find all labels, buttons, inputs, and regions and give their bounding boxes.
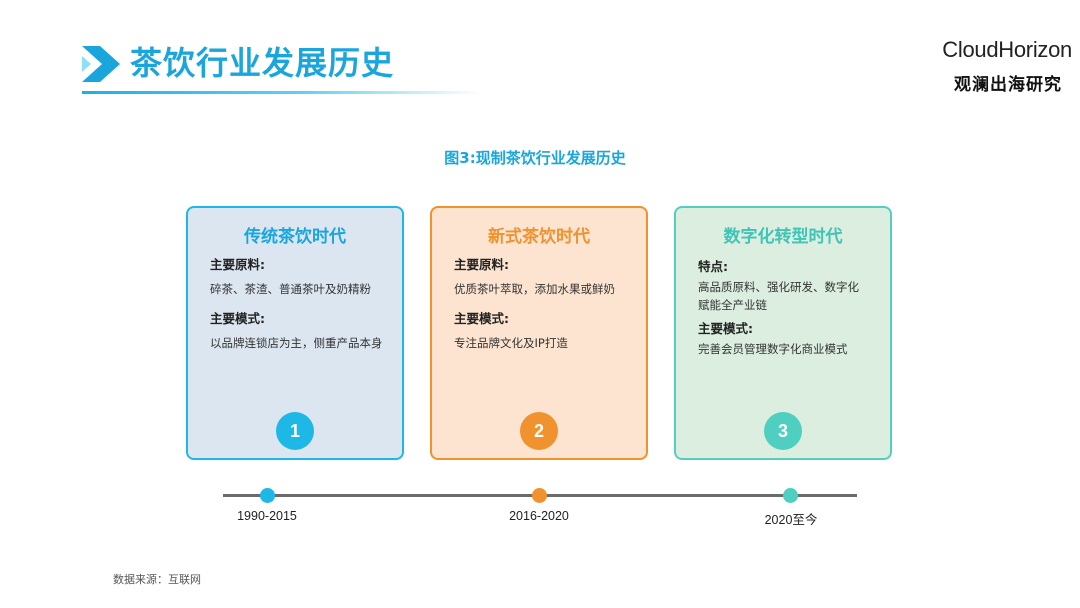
era-card-digital: 数字化转型时代 特点: 高品质原料、强化研发、数字化赋能全产业链 主要模式: 完…: [674, 206, 892, 460]
era-card-traditional: 传统茶饮时代 主要原料: 碎茶、茶渣、普通茶叶及奶精粉 主要模式: 以品牌连锁店…: [186, 206, 404, 460]
card-title: 数字化转型时代: [723, 227, 843, 247]
section-label: 主要原料:: [210, 257, 265, 272]
brand-name-chinese: 观澜出海研究: [954, 75, 1062, 95]
card-title: 新式茶饮时代: [488, 227, 590, 247]
step-number-badge: 1: [276, 412, 314, 450]
figure-caption: 图3:现制茶饮行业发展历史: [444, 149, 626, 167]
timeline-label: 2016-2020: [509, 509, 569, 523]
title-underline: [82, 91, 482, 94]
timeline-label: 2020至今: [764, 513, 818, 527]
section-text: 专注品牌文化及IP打造: [454, 336, 568, 350]
section-label: 主要模式:: [698, 321, 753, 336]
brand-name-english: CloudHorizon: [942, 37, 1072, 62]
card-body: 主要原料: 优质茶叶萃取，添加水果或鲜奶 主要模式: 专注品牌文化及IP打造: [454, 256, 636, 352]
section-text: 以品牌连锁店为主，侧重产品本身: [210, 336, 383, 350]
card-title: 传统茶饮时代: [244, 227, 346, 247]
section-label: 特点:: [698, 259, 728, 274]
section-label: 主要原料:: [454, 257, 509, 272]
page-title: 茶饮行业发展历史: [130, 44, 395, 82]
timeline-dot: [532, 488, 547, 503]
step-number-badge: 3: [764, 412, 802, 450]
section-text: 高品质原料、强化研发、数字化赋能全产业链: [698, 280, 859, 312]
step-number-badge: 2: [520, 412, 558, 450]
timeline-dot: [783, 488, 798, 503]
section-label: 主要模式:: [454, 311, 509, 326]
section-label: 主要模式:: [210, 311, 265, 326]
card-body: 主要原料: 碎茶、茶渣、普通茶叶及奶精粉 主要模式: 以品牌连锁店为主，侧重产品…: [210, 256, 392, 352]
section-text: 完善会员管理数字化商业模式: [698, 342, 848, 356]
era-card-new-style: 新式茶饮时代 主要原料: 优质茶叶萃取，添加水果或鲜奶 主要模式: 专注品牌文化…: [430, 206, 648, 460]
timeline-label: 1990-2015: [237, 509, 297, 523]
chevron-arrow-logo-icon: [82, 46, 120, 82]
card-body: 特点: 高品质原料、强化研发、数字化赋能全产业链 主要模式: 完善会员管理数字化…: [698, 258, 880, 358]
data-source-note: 数据来源：互联网: [113, 573, 201, 586]
timeline-dot: [260, 488, 275, 503]
section-text: 优质茶叶萃取，添加水果或鲜奶: [454, 282, 615, 296]
section-text: 碎茶、茶渣、普通茶叶及奶精粉: [210, 282, 371, 296]
